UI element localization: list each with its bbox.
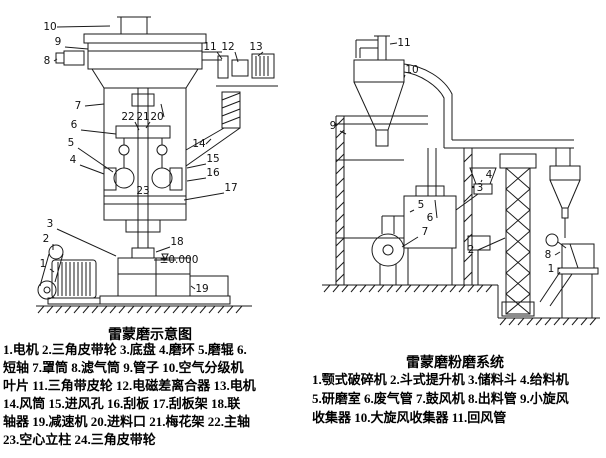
callout-leader <box>389 42 398 45</box>
callout-label-4: 4 <box>70 154 77 166</box>
callout-leader <box>134 121 140 131</box>
right-parts-list: 1.颚式破碎机 2.斗式提升机 3.储料斗 4.给料机 5.研磨室 6.废气管 … <box>312 370 604 427</box>
callout-leader <box>80 129 117 135</box>
callout-label-2: 2 <box>468 244 475 256</box>
callout-label-20: 20 <box>150 111 163 123</box>
callout-label-15: 15 <box>206 153 219 165</box>
callout-leader <box>257 51 264 57</box>
callout-leader <box>434 199 438 219</box>
callout-leader <box>145 121 151 129</box>
right-parts-line: 5.研磨室 6.废气管 7.鼓风机 8.出料管 9.小旋风 <box>312 391 569 406</box>
callout-label-11: 11 <box>203 41 216 53</box>
callout-label-2: 2 <box>43 233 50 245</box>
blower <box>371 215 405 285</box>
left-parts-line: 轴器 19.减速机 20.进料口 21.梅花架 22.主轴 <box>3 414 251 429</box>
callout-leader <box>557 267 561 270</box>
callout-label-3: 3 <box>47 218 54 230</box>
callout-label-13: 13 <box>249 41 262 53</box>
left-parts-line: 14.风筒 15.进风孔 16.刮板 17.刮板架 18.联 <box>3 396 241 411</box>
callout-leader <box>186 177 207 182</box>
jaw-crusher <box>539 233 599 318</box>
left-parts-line: 短轴 7.罩筒 8.滤气筒 9.管子 10.空气分级机 <box>3 360 244 375</box>
right-diagram: 11 10 9 43 56 7 2 8 1 <box>322 35 600 326</box>
bucket-elevator <box>499 153 537 317</box>
callout-leader <box>49 268 55 273</box>
callout-label-21: 21 <box>136 111 149 123</box>
return-air-pipe <box>355 35 390 60</box>
callout-label-±0.000: ±0.000 <box>160 254 199 266</box>
callout-label-6: 6 <box>71 119 78 131</box>
right-parts-line: 1.颚式破碎机 2.斗式提升机 3.储料斗 4.给料机 <box>312 372 569 387</box>
callout-leader <box>183 192 225 201</box>
callout-leader <box>205 138 212 145</box>
callout-leader <box>409 209 415 213</box>
ground <box>36 305 252 314</box>
callout-label-1: 1 <box>548 263 555 275</box>
callout-label-7: 7 <box>75 100 82 112</box>
level-mark <box>154 253 176 262</box>
callout-leader <box>186 163 207 169</box>
classifier <box>55 16 222 89</box>
right-parts-line: 收集器 10.大旋风收集器 11.回风管 <box>312 410 507 425</box>
callout-leader <box>53 58 58 62</box>
callout-label-8: 8 <box>44 55 51 67</box>
left-parts-line: 1.电机 2.三角皮带轮 3.底盘 4.磨环 5.磨辊 6. <box>3 342 247 357</box>
callout-leader <box>160 103 165 118</box>
left-parts-list: 1.电机 2.三角皮带轮 3.底盘 4.磨环 5.磨辊 6. 短轴 7.罩筒 8… <box>3 341 299 449</box>
callout-label-5: 5 <box>68 137 75 149</box>
callout-leader <box>554 251 561 256</box>
callout-label-9: 9 <box>330 120 337 132</box>
callout-label-19: 19 <box>195 283 208 295</box>
callout-label-6: 6 <box>427 212 434 224</box>
callout-label-10: 10 <box>43 21 56 33</box>
callout-leader <box>64 46 89 50</box>
large-cyclone <box>353 59 453 148</box>
callout-leader <box>234 51 239 63</box>
callout-leader <box>84 103 105 107</box>
drive-unit <box>216 53 278 87</box>
ground <box>322 284 600 326</box>
callout-label-12: 12 <box>221 41 234 53</box>
callout-leader <box>190 285 196 290</box>
callout-label-16: 16 <box>206 167 220 179</box>
hopper-feeder <box>455 167 497 285</box>
callout-label-10: 10 <box>405 64 418 76</box>
callout-label-22: 22 <box>121 111 134 123</box>
callout-label-17: 17 <box>224 182 237 194</box>
callout-leader <box>56 228 117 257</box>
callout-leader <box>401 236 419 248</box>
callout-label-5: 5 <box>418 199 425 211</box>
callout-label-14: 14 <box>192 138 206 150</box>
callout-label-9: 9 <box>55 36 62 48</box>
overhead-duct <box>444 139 574 166</box>
callout-label-11: 11 <box>397 37 410 49</box>
callout-leader <box>339 130 347 135</box>
callout-label-7: 7 <box>422 226 429 238</box>
right-diagram-title: 雷蒙磨粉磨系统 <box>406 356 504 371</box>
left-parts-line: 叶片 11.三角带皮轮 12.电磁差离合器 13.电机 <box>3 378 256 393</box>
callout-leader <box>477 237 506 251</box>
callout-label-8: 8 <box>545 249 552 261</box>
motor <box>37 244 101 305</box>
grinding-chamber <box>403 148 457 285</box>
left-parts-line: 23.空心立柱 24.三角皮带轮 <box>3 432 156 447</box>
callout-label-3: 3 <box>477 182 484 194</box>
callout-leader <box>77 147 114 173</box>
small-cyclone <box>549 165 581 238</box>
callout-leader <box>403 74 406 79</box>
callout-leader <box>216 51 223 60</box>
callout-leader <box>79 164 105 175</box>
left-diagram-title: 雷蒙磨示意图 <box>108 328 192 343</box>
callout-label-4: 4 <box>486 169 493 181</box>
callout-label-23: 23 <box>136 185 149 197</box>
mill-column <box>103 87 187 248</box>
callout-label-18: 18 <box>170 236 183 248</box>
callout-leader <box>155 246 171 253</box>
callout-label-1: 1 <box>40 258 47 270</box>
grinding-rollers <box>113 125 173 189</box>
callout-leader <box>480 179 483 183</box>
feed-chute <box>185 91 241 167</box>
callout-leader <box>56 25 111 28</box>
